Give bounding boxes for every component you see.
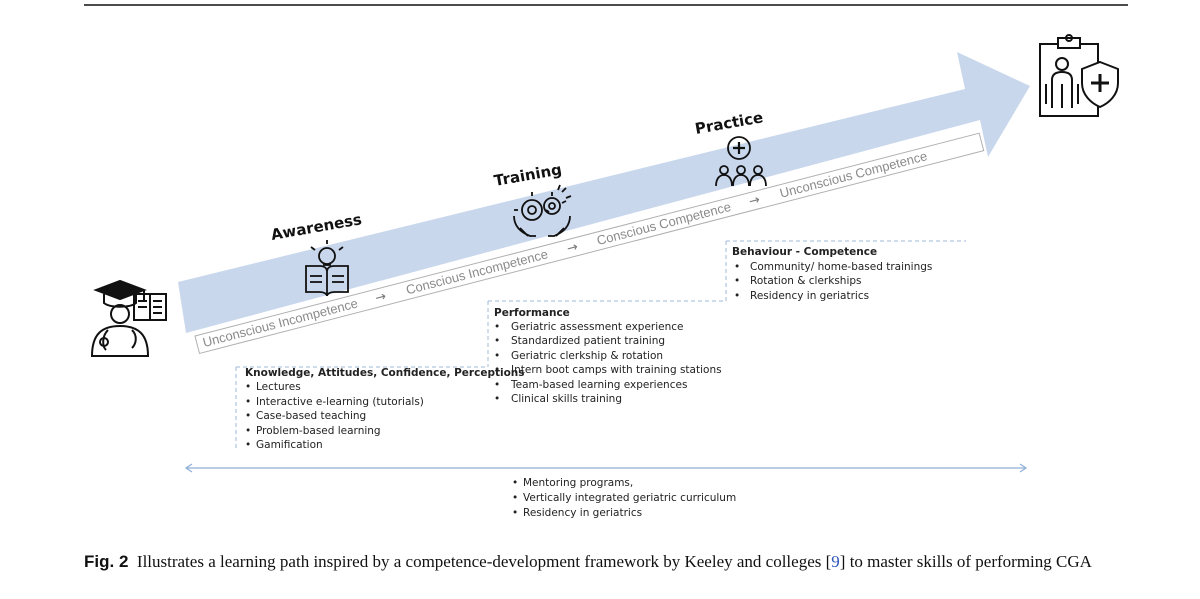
behaviour-bullet: • (734, 275, 740, 287)
longitudinal-item: Residency in geriatrics (523, 507, 642, 519)
performance-item: Geriatric assessment experience (511, 321, 684, 333)
behaviour-item: Residency in geriatrics (750, 290, 869, 302)
behaviour-bullet: • (734, 261, 740, 273)
behaviour-box: Behaviour - Competence • Community/ home… (732, 246, 932, 302)
student-doctor-icon (90, 279, 167, 357)
awareness-box-title: Knowledge, Attitudes, Confidence, Percep… (245, 367, 525, 379)
progress-arrow (178, 52, 1030, 333)
longitudinal-bullet: • (512, 507, 518, 519)
performance-bullet: • (494, 393, 500, 405)
performance-item: Geriatric clerkship & rotation (511, 350, 663, 362)
performance-box: Performance • Geriatric assessment exper… (494, 307, 722, 405)
level-arrow-3: → (747, 192, 761, 209)
awareness-bullet: • (245, 410, 251, 422)
performance-bullet: • (494, 379, 500, 391)
caption-reference-link[interactable]: 9 (831, 552, 840, 571)
performance-item: Standardized patient training (511, 335, 665, 347)
caption-text-after: ] to master skills of performing CGA (839, 552, 1092, 571)
stage-training: Training (493, 160, 564, 190)
level-arrow-2: → (565, 240, 579, 257)
longitudinal-item: Vertically integrated geriatric curricul… (523, 492, 736, 504)
awareness-item: Gamification (256, 439, 323, 451)
performance-bullet: • (494, 350, 500, 362)
competence-band (194, 132, 985, 355)
team-medical-icon (715, 136, 767, 187)
clipboard-doctor-shield-icon (1039, 34, 1119, 117)
step-connectors (235, 240, 966, 450)
behaviour-box-title: Behaviour - Competence (732, 246, 877, 258)
performance-bullet: • (494, 364, 500, 376)
stage-practice: Practice (694, 108, 765, 138)
performance-bullet: • (494, 321, 500, 333)
lightbulb-book-icon (305, 240, 349, 297)
awareness-item: Problem-based learning (256, 425, 381, 437)
awareness-bullet: • (245, 439, 251, 451)
awareness-item: Case-based teaching (256, 410, 366, 422)
awareness-box: Knowledge, Attitudes, Confidence, Percep… (245, 367, 525, 451)
awareness-bullet: • (245, 381, 251, 393)
awareness-item: Lectures (256, 381, 301, 393)
performance-box-title: Performance (494, 307, 570, 319)
performance-item: Intern boot camps with training stations (511, 364, 722, 376)
longitudinal-bullet: • (512, 492, 518, 504)
awareness-bullet: • (245, 396, 251, 408)
longitudinal-item: Mentoring programs, (523, 477, 633, 489)
performance-item: Team-based learning experiences (510, 379, 687, 391)
hands-gears-icon (513, 184, 572, 237)
level-arrow-1: → (374, 289, 388, 306)
behaviour-item: Rotation & clerkships (750, 275, 862, 287)
behaviour-bullet: • (734, 290, 740, 302)
caption-text-before: Illustrates a learning path inspired by … (136, 552, 832, 571)
performance-item: Clinical skills training (511, 393, 622, 405)
longitudinal-bullet: • (512, 477, 518, 489)
figure-caption: Fig. 2 Illustrates a learning path inspi… (84, 551, 1128, 573)
awareness-bullet: • (245, 425, 251, 437)
longitudinal-list: • Mentoring programs, • Vertically integ… (512, 477, 736, 519)
performance-bullet: • (494, 335, 500, 347)
stage-awareness: Awareness (270, 210, 364, 244)
caption-label: Fig. 2 (84, 552, 129, 571)
longitudinal-timeline (184, 463, 1028, 473)
awareness-item: Interactive e-learning (tutorials) (256, 396, 424, 408)
behaviour-item: Community/ home-based trainings (750, 261, 932, 273)
